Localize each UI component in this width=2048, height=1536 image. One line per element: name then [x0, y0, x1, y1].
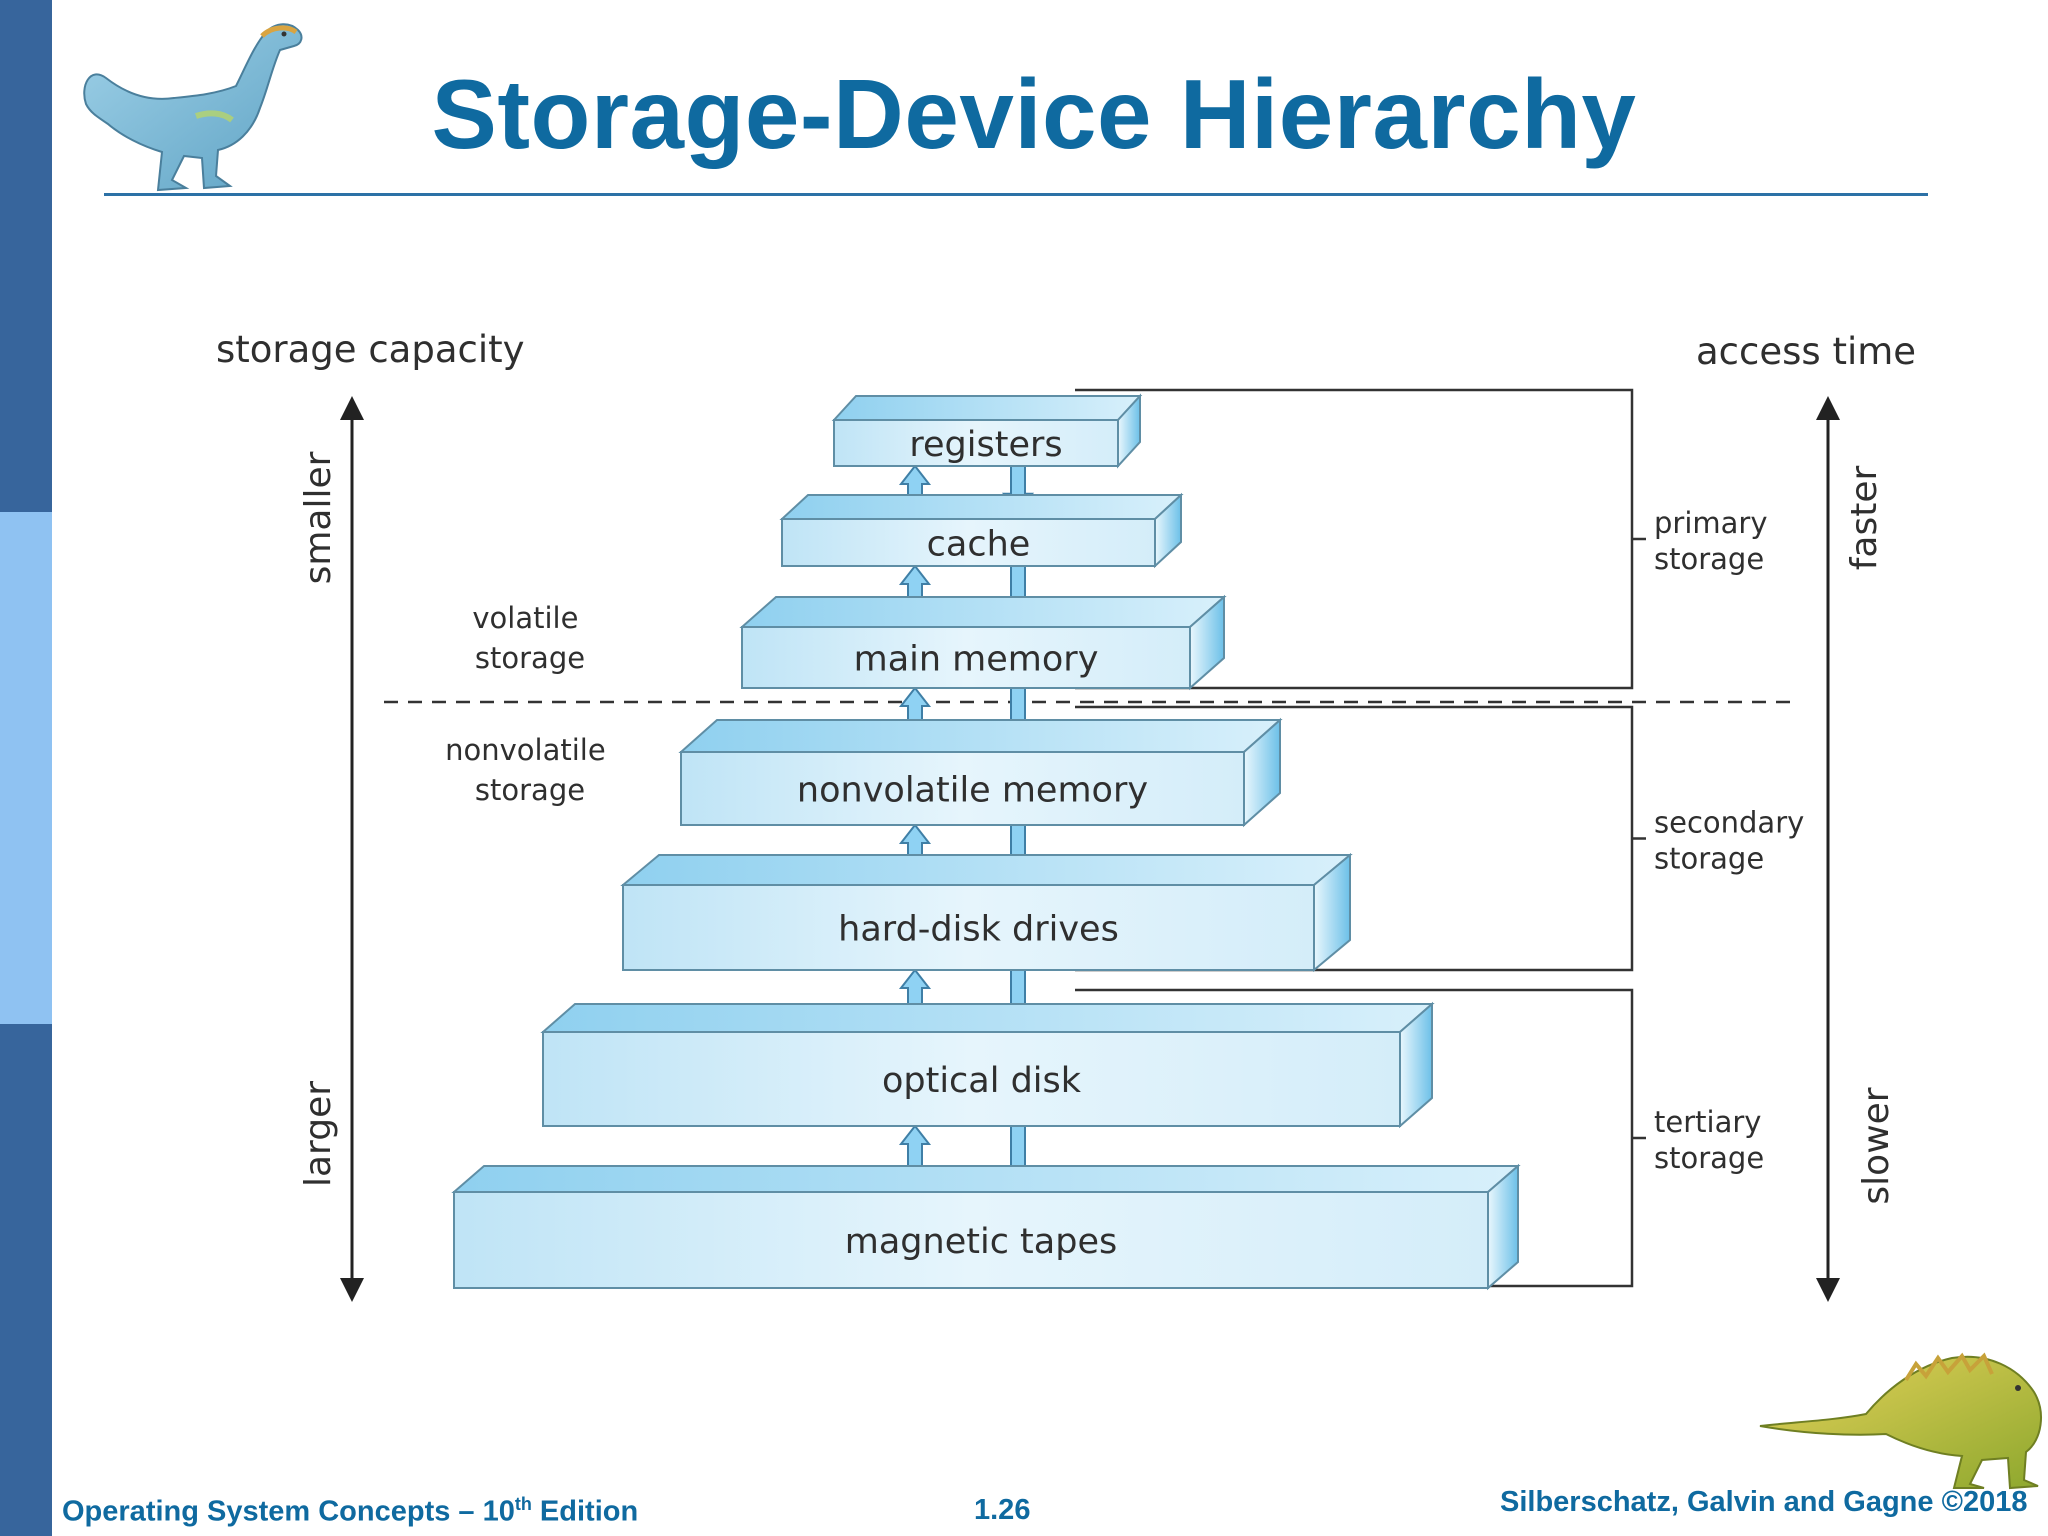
- level-top-face: [620, 854, 1353, 886]
- right-axis-title: access time: [1696, 330, 1916, 373]
- footer-book-title-superscript: th: [514, 1494, 532, 1514]
- footer-page-number: 1.26: [974, 1494, 1031, 1526]
- level-top-face: [779, 494, 1184, 520]
- level-main-memory: main memory: [739, 594, 1227, 691]
- dinosaur-icon: [1759, 1352, 2042, 1490]
- title-underline: [104, 193, 1928, 196]
- sidebar-stripe-middle: [0, 512, 52, 1024]
- level-top-face: [739, 596, 1227, 628]
- footer-book-title: Operating System Concepts – 10th Edition: [62, 1494, 638, 1529]
- level-hard-disk-drives: hard-disk drives: [620, 852, 1353, 973]
- level-front-face: [680, 751, 1245, 826]
- right-axis-top-label: faster: [1844, 466, 1885, 571]
- level-cache: cache: [779, 492, 1184, 569]
- sidebar-stripe-bottom: [0, 1024, 52, 1536]
- sidebar-stripe-top: [0, 0, 52, 512]
- level-front-face: [453, 1191, 1489, 1289]
- left-axis-title: storage capacity: [216, 328, 525, 371]
- level-label: hard-disk drives: [838, 910, 1119, 950]
- level-registers: registers: [831, 393, 1143, 469]
- volatile-label: volatile storage: [472, 601, 587, 675]
- level-label: nonvolatile memory: [797, 771, 1148, 811]
- left-axis-top-label: smaller: [298, 451, 339, 584]
- slide-title: Storage-Device Hierarchy: [431, 59, 1637, 169]
- dinosaur-icon: [83, 23, 303, 192]
- level-top-face: [540, 1003, 1435, 1033]
- level-label: main memory: [854, 640, 1099, 680]
- level-label: optical disk: [882, 1061, 1082, 1101]
- level-front-face: [741, 626, 1191, 689]
- level-top-face: [831, 395, 1143, 421]
- sidebar-stripe: [0, 0, 52, 1536]
- level-label: registers: [909, 425, 1062, 465]
- footer-book-title-end: Edition: [531, 1495, 639, 1528]
- footer-copyright: Silberschatz, Galvin and Gagne ©2018: [1500, 1486, 2028, 1518]
- level-front-face: [622, 884, 1315, 971]
- level-top-face: [451, 1165, 1521, 1193]
- level-front-face: [833, 419, 1119, 467]
- level-label: magnetic tapes: [845, 1222, 1117, 1262]
- right-axis-bottom-label: slower: [1856, 1087, 1897, 1204]
- level-front-face: [781, 518, 1156, 567]
- level-top-face: [678, 719, 1283, 753]
- level-optical-disk: optical disk: [540, 1001, 1435, 1129]
- level-magnetic-tapes: magnetic tapes: [451, 1163, 1521, 1291]
- level-label: cache: [927, 525, 1031, 565]
- nonvolatile-label: nonvolatile storage: [445, 733, 615, 807]
- level-front-face: [542, 1031, 1401, 1127]
- footer-book-title-text: Operating System Concepts – 10: [62, 1495, 515, 1528]
- level-nonvolatile-memory: nonvolatile memory: [678, 717, 1283, 828]
- left-axis-bottom-label: larger: [298, 1081, 339, 1187]
